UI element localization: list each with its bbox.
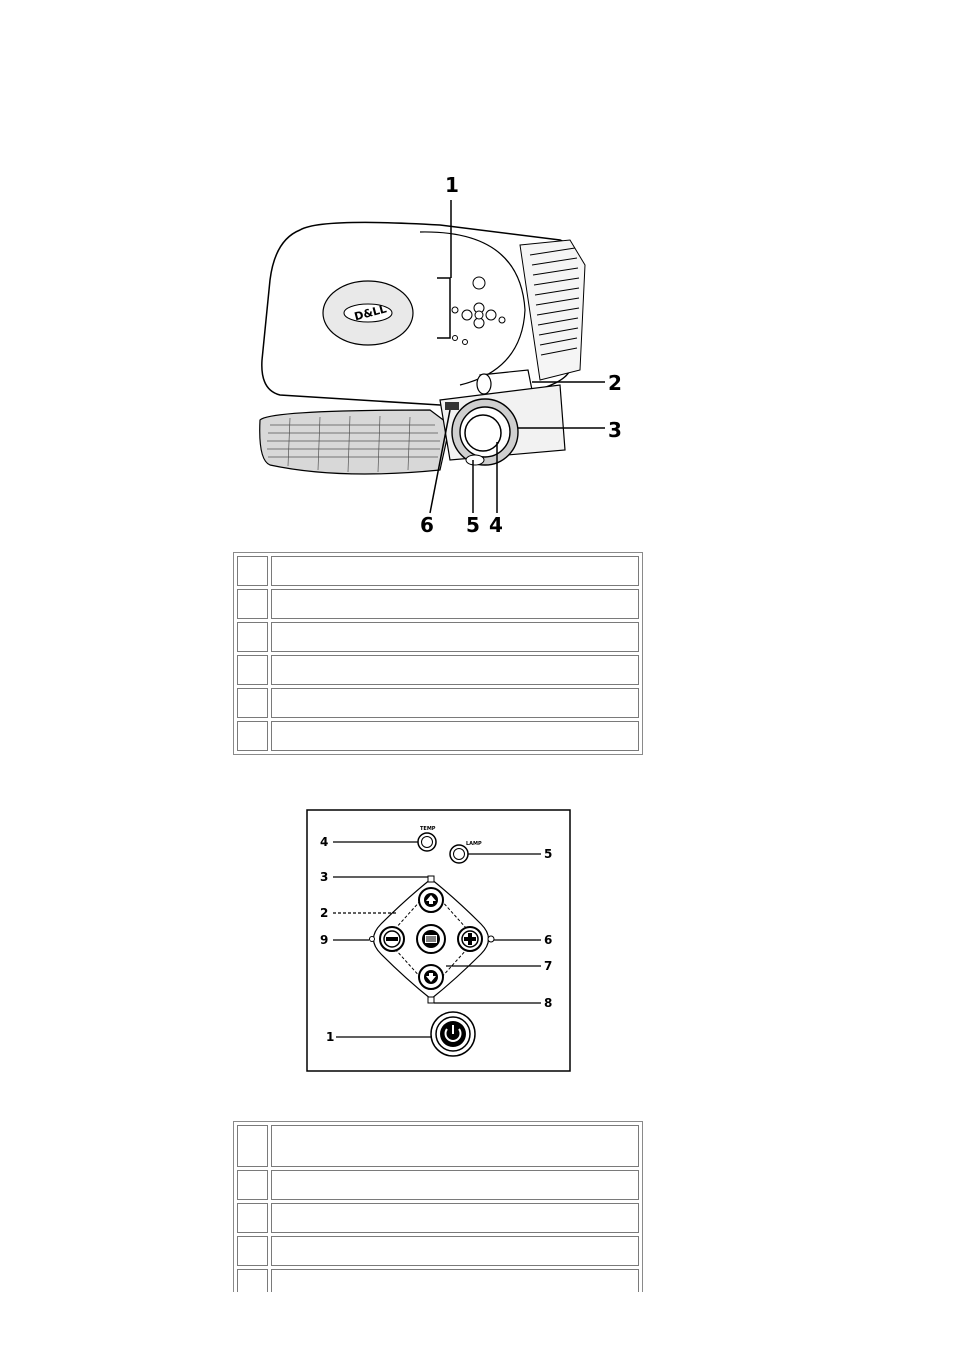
row-description: [271, 721, 639, 751]
table-row: [237, 1170, 639, 1200]
row-description: [271, 1125, 639, 1167]
ir-receiver: [445, 402, 459, 410]
callout-1: 1: [445, 173, 459, 197]
power-button[interactable]: [430, 1011, 476, 1057]
minus-button[interactable]: [379, 926, 405, 952]
panel-callout-2: 2: [320, 906, 328, 920]
table-row: [237, 688, 639, 718]
projector-top-shell: [261, 221, 582, 406]
top-control-buttons: [451, 276, 506, 345]
menu-button[interactable]: [416, 924, 446, 954]
table-row: [237, 1269, 639, 1292]
page-content: D&LL: [233, 173, 643, 1292]
parts-table-top: [233, 552, 643, 755]
row-number: [237, 1236, 268, 1266]
lamp-led-label: LAMP: [466, 841, 482, 847]
panel-callout-5: 5: [544, 847, 552, 861]
row-number: [237, 589, 268, 619]
row-description: [271, 556, 639, 586]
panel-callout-9: 9: [320, 933, 328, 947]
down-button[interactable]: [418, 964, 444, 990]
panel-callout-8: 8: [544, 996, 552, 1010]
table-row: [237, 721, 639, 751]
table-row: [237, 622, 639, 652]
panel-callout-4: 4: [320, 835, 328, 849]
panel-callout-7: 7: [544, 959, 552, 973]
table-row: [237, 655, 639, 685]
callout-2: 2: [608, 371, 622, 395]
row-number: [237, 556, 268, 586]
callout-4: 4: [489, 513, 503, 537]
row-number: [237, 721, 268, 751]
panel-callout-1: 1: [326, 1030, 334, 1044]
row-number: [237, 1269, 268, 1292]
row-number: [237, 1125, 268, 1167]
row-number: [237, 1170, 268, 1200]
plus-button[interactable]: [457, 926, 483, 952]
row-description: [271, 1269, 639, 1292]
row-description: [271, 589, 639, 619]
table-row: [237, 589, 639, 619]
temp-led-label: TEMP: [420, 826, 436, 832]
callout-3: 3: [608, 418, 622, 442]
row-description: [271, 688, 639, 718]
table-row: [237, 556, 639, 586]
row-number: [237, 1203, 268, 1233]
callout-6: 6: [420, 513, 434, 537]
panel-callout-3: 3: [320, 870, 328, 884]
front-vent: [259, 409, 451, 475]
table-row: [237, 1203, 639, 1233]
row-description: [271, 622, 639, 652]
lens: [464, 414, 502, 452]
row-number: [237, 688, 268, 718]
row-description: [271, 1236, 639, 1266]
table-row: [237, 1125, 639, 1167]
callout-5: 5: [466, 513, 480, 537]
control-panel-illustration: TEMP LAMP: [306, 809, 571, 1072]
row-number: [237, 655, 268, 685]
table-row: [237, 1236, 639, 1266]
up-button[interactable]: [418, 887, 444, 913]
row-description: [271, 1203, 639, 1233]
projector-illustration: D&LL: [259, 173, 622, 537]
row-description: [271, 655, 639, 685]
parts-table-bottom: [233, 1121, 643, 1292]
panel-callout-6: 6: [544, 933, 552, 947]
side-vents: [519, 239, 586, 381]
row-number: [237, 622, 268, 652]
row-description: [271, 1170, 639, 1200]
